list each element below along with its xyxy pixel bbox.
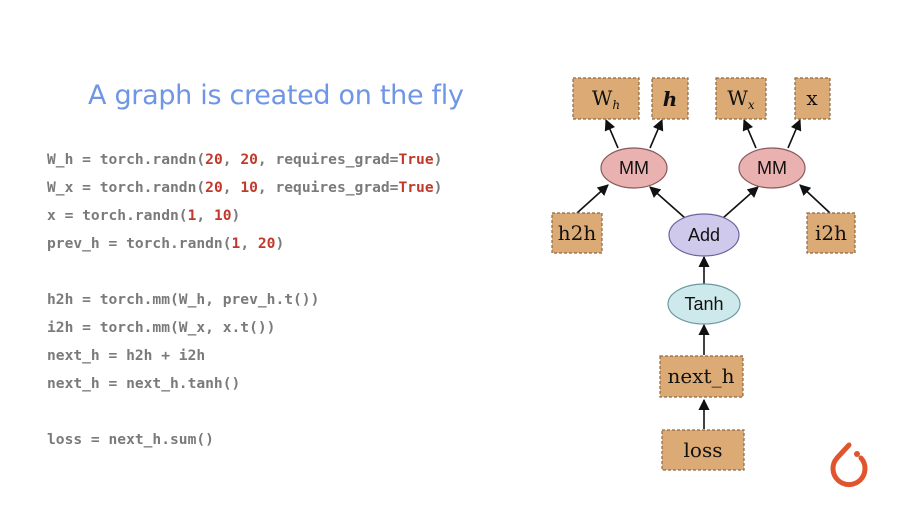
node-add: Add: [668, 213, 740, 257]
edge-i2h-mm2: [799, 184, 831, 214]
code-text: ): [433, 179, 443, 196]
code-number: 20: [257, 235, 276, 252]
code-text: prev_h = torch.randn(: [47, 235, 232, 252]
node-wx: Wx: [715, 77, 767, 120]
code-text: , requires_grad=: [257, 179, 399, 196]
code-line: i2h = torch.mm(W_x, x.t()): [47, 314, 442, 342]
svg-text:loss: loss: [684, 438, 723, 462]
code-text: h2h = torch.mm(W_h, prev_h.t()): [47, 291, 320, 308]
node-h: h: [651, 77, 689, 120]
edge-h2h-mm1: [576, 184, 609, 214]
svg-text:Wh: Wh: [592, 86, 620, 112]
code-text: ): [275, 235, 285, 252]
code-line: loss = next_h.sum(): [47, 426, 442, 454]
edge-add-mm1: [649, 186, 686, 219]
pytorch-logo-icon: [830, 442, 868, 488]
code-text: ): [231, 207, 241, 224]
svg-text:MM: MM: [757, 158, 787, 178]
edge-mm1-wh: [604, 118, 619, 149]
code-number: 20: [205, 179, 223, 196]
code-text: next_h = h2h + i2h: [47, 347, 206, 364]
svg-text:i2h: i2h: [815, 221, 847, 245]
code-text: i2h = torch.mm(W_x, x.t()): [47, 319, 276, 336]
edge-mm2-x: [787, 118, 802, 149]
code-line: W_x = torch.randn(20, 10, requires_grad=…: [47, 174, 442, 202]
code-text: ,: [196, 207, 214, 224]
node-mm1: MM: [600, 147, 668, 189]
edge-mm2-wx: [742, 118, 757, 149]
code-text: W_x = torch.randn(: [47, 179, 206, 196]
node-loss: loss: [661, 429, 745, 471]
node-i2h: i2h: [806, 212, 856, 254]
svg-text:Add: Add: [688, 225, 720, 245]
slide-title: A graph is created on the fly: [88, 80, 464, 111]
edge-add-mm2: [722, 186, 759, 219]
code-line: next_h = h2h + i2h: [47, 342, 442, 370]
code-block: W_h = torch.randn(20, 20, requires_grad=…: [47, 146, 442, 454]
code-text: , requires_grad=: [257, 151, 399, 168]
svg-text:Wx: Wx: [727, 86, 755, 112]
svg-text:h: h: [663, 87, 678, 111]
code-line: h2h = torch.mm(W_h, prev_h.t()): [47, 286, 442, 314]
code-line: x = torch.randn(1, 10): [47, 202, 442, 230]
node-wh: Wh: [572, 77, 640, 120]
code-text: ,: [222, 179, 241, 196]
code-line: prev_h = torch.randn(1, 20): [47, 230, 442, 258]
node-mm2: MM: [738, 147, 806, 189]
code-number: 10: [213, 207, 232, 224]
code-text: ,: [240, 235, 258, 252]
svg-text:x: x: [806, 86, 818, 110]
code-text: next_h = next_h.tanh(): [47, 375, 241, 392]
svg-text:h2h: h2h: [558, 221, 597, 245]
code-text: ): [433, 151, 443, 168]
node-x: x: [794, 77, 831, 120]
node-next-h: next_h: [659, 355, 744, 398]
code-text: ,: [222, 151, 241, 168]
svg-text:Tanh: Tanh: [684, 294, 723, 314]
edge-mm1-h: [649, 118, 664, 149]
code-text: x = torch.randn(: [47, 207, 188, 224]
code-number: 1: [231, 235, 241, 252]
svg-text:next_h: next_h: [668, 364, 735, 388]
code-keyword: True: [398, 151, 434, 168]
code-number: 20: [240, 151, 258, 168]
code-number: 10: [240, 179, 258, 196]
code-text: loss = next_h.sum(): [47, 431, 214, 448]
code-line: W_h = torch.randn(20, 20, requires_grad=…: [47, 146, 442, 174]
code-number: 20: [205, 151, 223, 168]
code-keyword: True: [398, 179, 434, 196]
code-number: 1: [187, 207, 197, 224]
node-tanh: Tanh: [667, 283, 741, 325]
code-text: W_h = torch.randn(: [47, 151, 206, 168]
node-h2h: h2h: [551, 212, 603, 254]
svg-text:MM: MM: [619, 158, 649, 178]
code-line: next_h = next_h.tanh(): [47, 370, 442, 398]
